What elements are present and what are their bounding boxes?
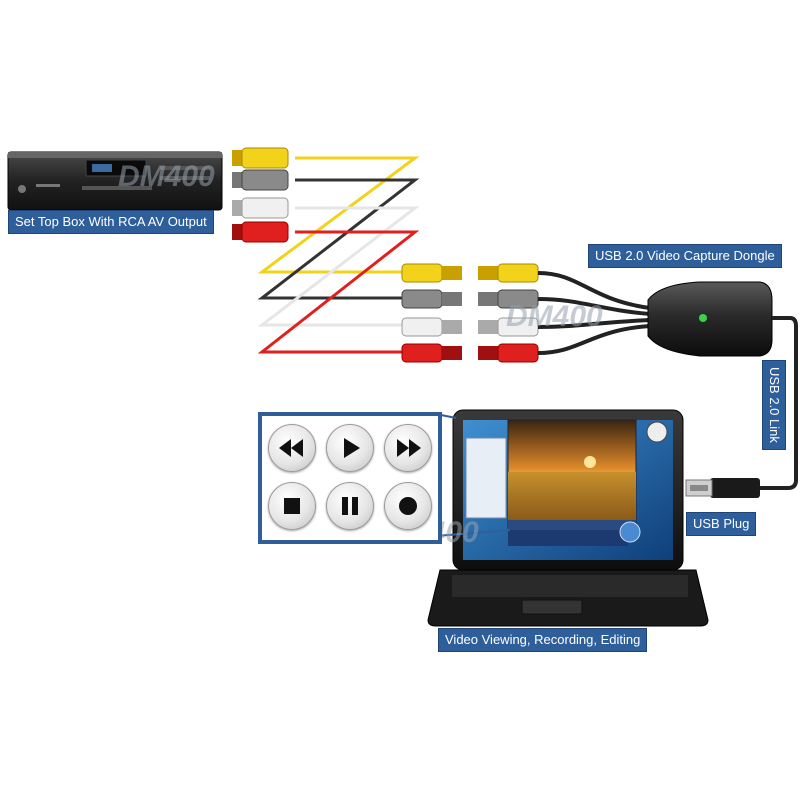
pause-icon[interactable] [326,482,374,530]
record-icon[interactable] [384,482,432,530]
play-icon[interactable] [326,424,374,472]
rca-cables-left [257,156,420,354]
video-app-label: Video Viewing, Recording, Editing [438,628,648,652]
watermark: DM400 [506,300,603,333]
capture-dongle-label: USB 2.0 Video Capture Dongle [588,244,782,268]
capture-dongle [647,281,773,357]
fast-forward-icon[interactable] [384,424,432,472]
usb-cable [760,316,798,490]
usb-plug [685,478,760,498]
rca-connectors-middle [401,263,539,363]
dongle-leads [537,271,651,355]
rewind-icon[interactable] [268,424,316,472]
usb-plug-label: USB Plug [686,512,757,536]
stop-icon[interactable] [268,482,316,530]
watermark: DM400 [118,160,215,193]
set-top-box-label: Set Top Box With RCA AV Output [8,210,214,234]
set-top-box [7,151,223,211]
media-controls-panel [258,412,442,544]
usb-link-label: USB 2.0 Link [762,360,786,450]
laptop [427,409,709,627]
rca-plugs-top [232,147,289,243]
